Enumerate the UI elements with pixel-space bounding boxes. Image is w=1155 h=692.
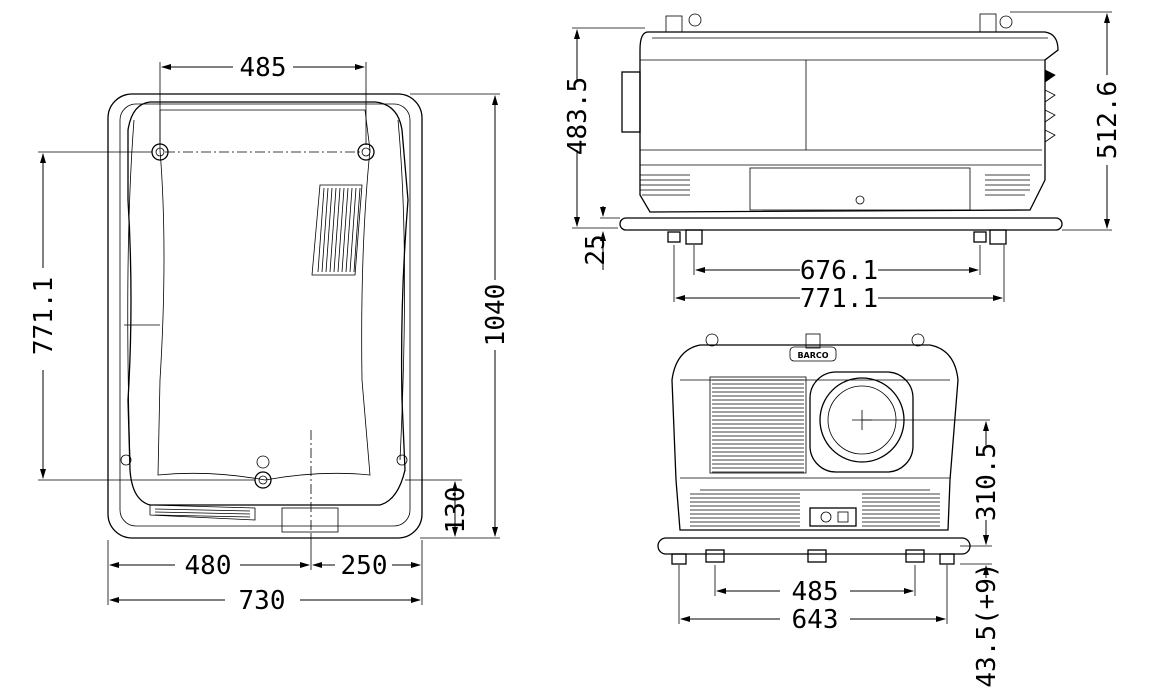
dim-676-1: 676.1 [800,256,878,286]
side-ribs [1044,69,1056,143]
projector-body-front [671,344,959,531]
vent-slot [341,187,349,273]
dim-480: 480 [185,551,232,581]
front-handle [705,333,719,347]
foot-rear-right [357,143,375,161]
top-vent-grille [311,184,363,276]
side-feet [667,229,1007,245]
front-view: BARCO 310.5 43.5(+9) [657,333,1002,688]
vent-slot [337,187,345,273]
front-feet [671,549,955,565]
dim-771-side: 771.1 [800,284,878,314]
dim-771-top: 771.1 [29,277,59,355]
dim-483-5: 483.5 [563,77,593,155]
lens-housing [809,371,914,473]
top-handles [665,13,1013,33]
dim-250: 250 [341,551,388,581]
dim-130: 130 [441,487,471,534]
vent-slot [353,187,361,273]
top-view: 485 771.1 1040 130 480 250 730 [29,53,511,616]
vent-slot [317,187,325,273]
dim-43-5: 43.5(+9) [972,562,1002,687]
dim-1040: 1040 [481,284,511,347]
top-frame-inner [119,103,411,527]
projector-body-top [127,101,409,506]
vent-slot [321,187,329,273]
top-frame-outer [107,93,423,539]
dim-485-front: 485 [792,577,839,607]
front-vent-grille [709,376,807,474]
top-panel [157,109,371,481]
dim-512-6: 512.6 [1093,81,1123,159]
left-rail [127,119,135,461]
side-view: 483.5 512.6 25 676.1 771.1 [563,11,1123,314]
frame-bolt [396,454,408,466]
dim-730: 730 [239,586,286,616]
right-rail [397,119,405,461]
vent-slot [349,187,357,273]
side-vents-right [985,174,1030,196]
front-handle [911,333,925,347]
brand-badge [789,346,837,362]
front-frame [657,537,971,555]
power-connector [809,507,857,527]
dim-643: 643 [792,605,839,635]
vent-slot [345,187,353,273]
lens-mount-top [281,507,339,533]
vent-slot [329,187,337,273]
side-vents-left [640,174,690,196]
frame-bolt [120,454,132,466]
brand-label: BARCO [797,351,828,360]
lens-side [621,71,641,133]
side-frame-plate [619,217,1063,231]
projector-body-side [639,31,1059,213]
vent-slot [333,187,341,273]
dim-310-5: 310.5 [972,443,1002,521]
vent-slot [325,187,333,273]
dim-25: 25 [581,234,611,265]
dim-485-top: 485 [240,53,287,83]
